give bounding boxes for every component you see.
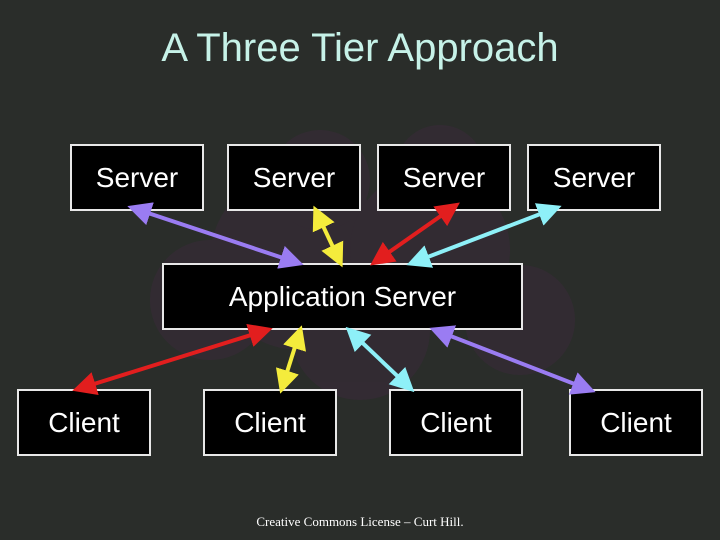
client-box-3: Client xyxy=(389,389,523,456)
arrow-server3-app xyxy=(370,202,460,266)
application-server-box: Application Server xyxy=(162,263,523,330)
arrow-app-client1 xyxy=(72,323,273,396)
footer-license: Creative Commons License – Curt Hill. xyxy=(256,514,464,529)
server-box-3: Server xyxy=(377,144,511,211)
arrow-server2-app xyxy=(312,205,344,268)
arrow-server1-app xyxy=(127,202,304,269)
server-box-1: Server xyxy=(70,144,204,211)
slide-title: A Three Tier Approach xyxy=(161,26,559,70)
arrow-app-client4 xyxy=(429,325,596,395)
client-box-4: Client xyxy=(569,389,703,456)
arrow-app-client3 xyxy=(345,326,415,393)
arrow-app-client2 xyxy=(275,325,307,394)
server-box-2: Server xyxy=(227,144,361,211)
client-box-2: Client xyxy=(203,389,337,456)
arrow-server4-app xyxy=(406,203,562,268)
client-box-1: Client xyxy=(17,389,151,456)
server-box-4: Server xyxy=(527,144,661,211)
